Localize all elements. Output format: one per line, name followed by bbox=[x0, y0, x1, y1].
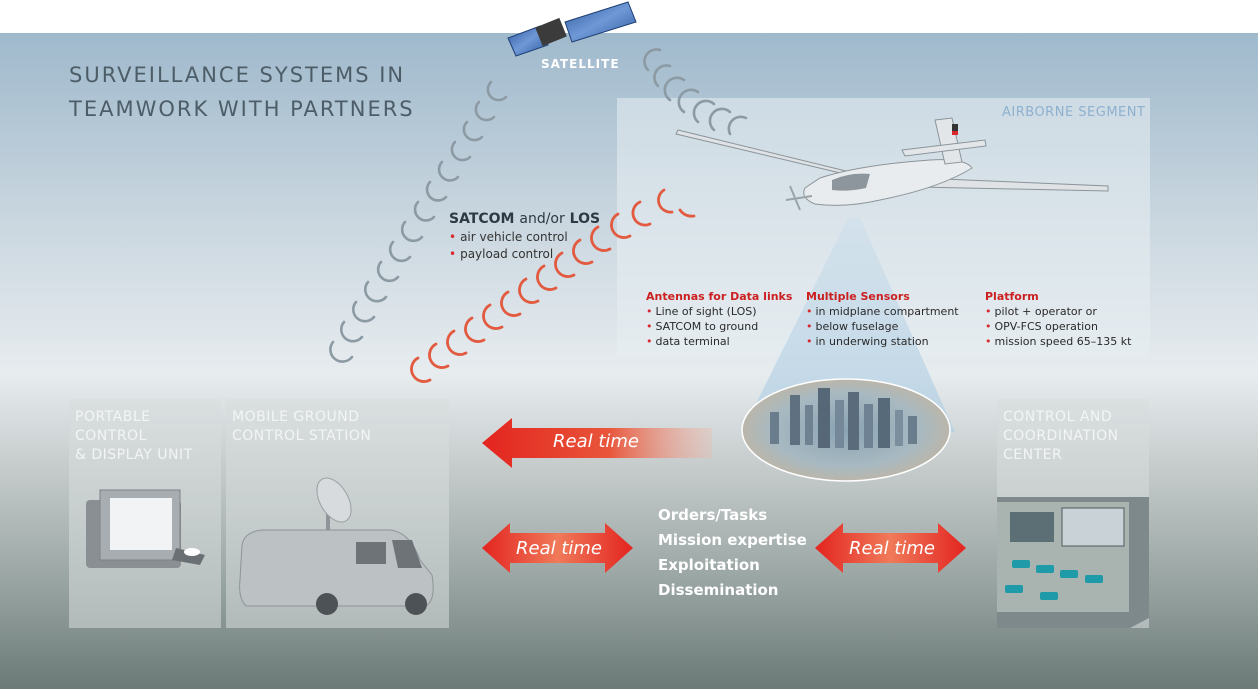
satcom-signal-waves-icon bbox=[329, 80, 508, 363]
portable-terminal-icon bbox=[86, 489, 205, 568]
list-item: OPV-FCS operation bbox=[985, 319, 1131, 334]
list-item: Line of sight (LOS) bbox=[646, 304, 792, 319]
aircraft-icon bbox=[675, 117, 1109, 211]
city-aerial-image bbox=[741, 378, 951, 482]
label-line: COORDINATION bbox=[1003, 428, 1119, 444]
spec-title: Antennas for Data links bbox=[646, 290, 793, 303]
realtime-arrow-left bbox=[482, 523, 633, 573]
satellite-icon bbox=[507, 1, 637, 57]
label-line: MOBILE GROUND bbox=[232, 409, 360, 425]
list-item: SATCOM to ground bbox=[646, 319, 792, 334]
datalink-title: SATCOM and/or LOS bbox=[449, 211, 600, 227]
list-item: mission speed 65–135 kt bbox=[985, 334, 1132, 349]
spec-platform: Platform pilot + operator or OPV-FCS ope… bbox=[985, 290, 1131, 349]
label-line: & DISPLAY UNIT bbox=[75, 447, 193, 463]
label-line: CONTROL STATION bbox=[232, 428, 372, 444]
spec-antennas: Antennas for Data links Line of sight (L… bbox=[646, 290, 792, 349]
page-title-line-2: TEAMWORK WITH PARTNERS bbox=[69, 97, 415, 121]
control-room-icon bbox=[997, 497, 1149, 628]
spec-title: Multiple Sensors bbox=[806, 290, 910, 303]
satellite-label: SATELLITE bbox=[541, 57, 620, 71]
realtime-label-left: Real time bbox=[516, 538, 603, 559]
mobile-station-label: MOBILE GROUND CONTROL STATION bbox=[232, 408, 382, 446]
list-item: Mission expertise bbox=[658, 531, 807, 549]
spec-sensors: Multiple Sensors in midplane compartment… bbox=[806, 290, 959, 349]
datalink-info: SATCOM and/or LOS air vehicle control pa… bbox=[449, 211, 600, 263]
list-item: below fuselage bbox=[806, 319, 959, 334]
connector-label: and/or bbox=[519, 211, 565, 227]
label-line: CENTER bbox=[1003, 447, 1063, 463]
realtime-label-top: Real time bbox=[553, 431, 640, 452]
list-item: in underwing station bbox=[806, 334, 959, 349]
list-item: in midplane compartment bbox=[806, 304, 959, 319]
label-line: PORTABLE CONTROL bbox=[75, 409, 151, 444]
satellite-uplink-waves-icon bbox=[643, 48, 748, 136]
page-title-line-1: SURVEILLANCE SYSTEMS IN bbox=[69, 63, 406, 87]
list-item: payload control bbox=[449, 246, 600, 263]
list-item: Orders/Tasks bbox=[658, 506, 768, 524]
list-item: Dissemination bbox=[658, 581, 779, 599]
datalink-functions-list: air vehicle control payload control bbox=[449, 229, 600, 263]
list-item: pilot + operator or bbox=[985, 304, 1131, 319]
label-line: CONTROL AND bbox=[1003, 409, 1113, 425]
realtime-arrow-right bbox=[815, 523, 966, 573]
control-center-label: CONTROL AND COORDINATION CENTER bbox=[1003, 408, 1153, 465]
realtime-label-right: Real time bbox=[849, 538, 936, 559]
portable-unit-label: PORTABLE CONTROL & DISPLAY UNIT bbox=[75, 408, 225, 465]
mission-tasks-list: Orders/Tasks Mission expertise Exploitat… bbox=[658, 503, 807, 603]
spec-title: Platform bbox=[985, 290, 1039, 303]
realtime-arrow-top bbox=[482, 418, 712, 468]
list-item: Exploitation bbox=[658, 556, 760, 574]
satcom-label: SATCOM bbox=[449, 211, 515, 227]
list-item: air vehicle control bbox=[449, 229, 600, 246]
airborne-segment-label: AIRBORNE SEGMENT bbox=[1002, 105, 1146, 120]
los-label: LOS bbox=[569, 211, 601, 227]
list-item: data terminal bbox=[646, 334, 792, 349]
ground-station-van-icon bbox=[239, 477, 434, 615]
